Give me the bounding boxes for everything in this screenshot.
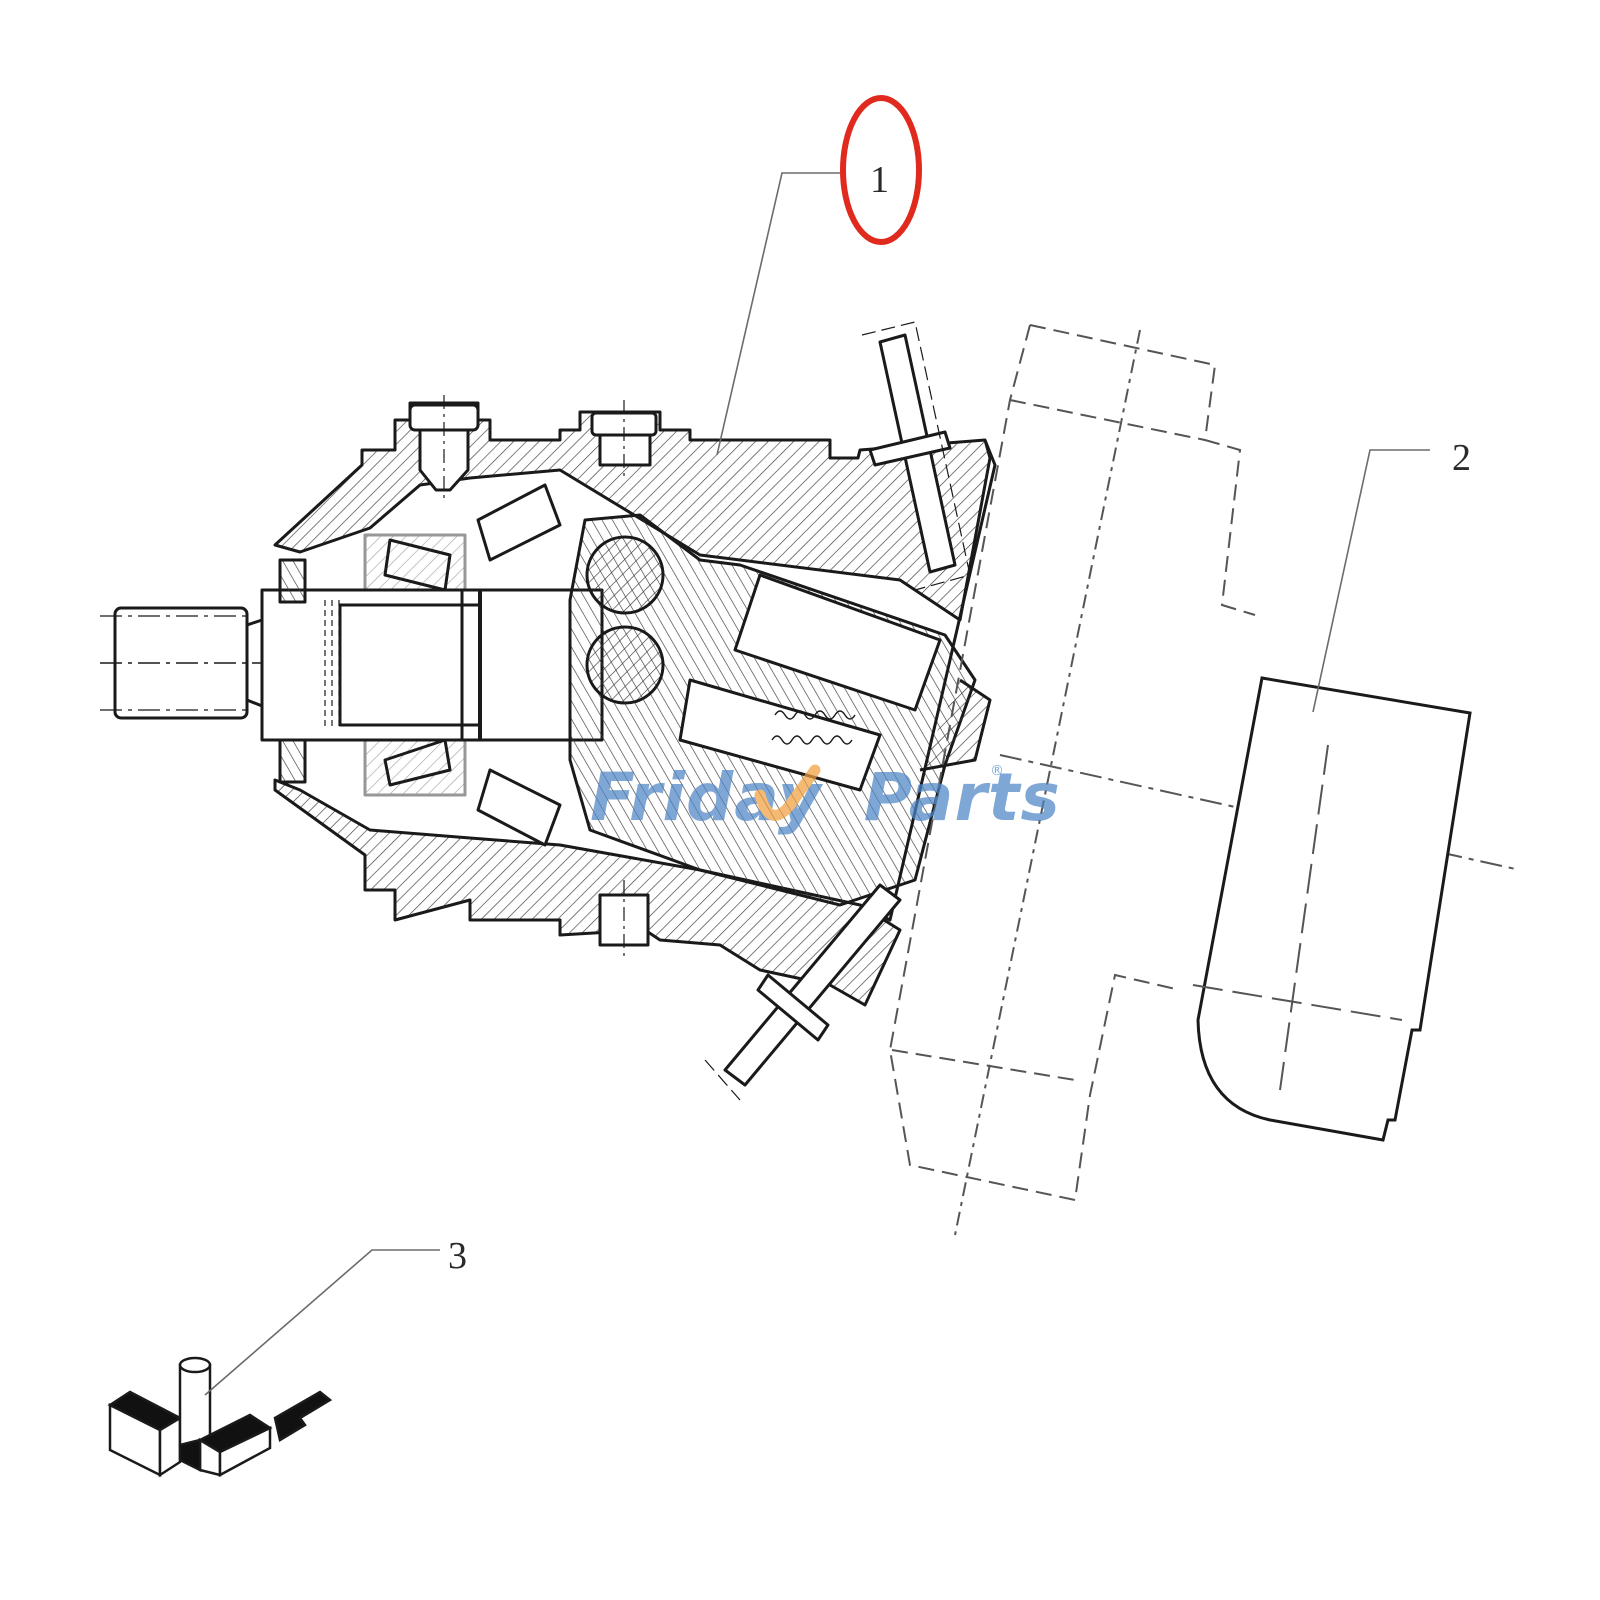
- hydraulic-motor-assembly[interactable]: [100, 321, 997, 1101]
- watermark-logo: Friday Parts ®: [590, 759, 1061, 836]
- tapered-roller-bearings: [363, 483, 562, 847]
- leader-lines: [204, 172, 1430, 1396]
- upper-mounting-bolt: [861, 321, 971, 591]
- callout-1[interactable]: 1: [870, 159, 889, 201]
- watermark-word-friday: Friday: [590, 759, 824, 836]
- callout-2[interactable]: 2: [1452, 437, 1471, 479]
- leader-1: [716, 172, 845, 456]
- callout-3[interactable]: 3: [448, 1235, 467, 1277]
- part-3-key-pin[interactable]: [107, 1356, 333, 1478]
- drain-plug: [408, 395, 480, 500]
- leader-2: [1312, 449, 1430, 713]
- leader-3: [204, 1249, 440, 1396]
- checkmark-icon: [754, 764, 821, 821]
- cylinder-block: [568, 513, 977, 907]
- lower-mounting-bolt: [704, 883, 902, 1101]
- svg-text:Friday Parts: Friday Parts: [590, 759, 1061, 836]
- part-2-cover[interactable]: [1192, 676, 1472, 1142]
- registered-mark: ®: [990, 763, 1004, 779]
- watermark-word-parts: Parts: [864, 759, 1061, 836]
- highlight-ellipse: [840, 95, 922, 245]
